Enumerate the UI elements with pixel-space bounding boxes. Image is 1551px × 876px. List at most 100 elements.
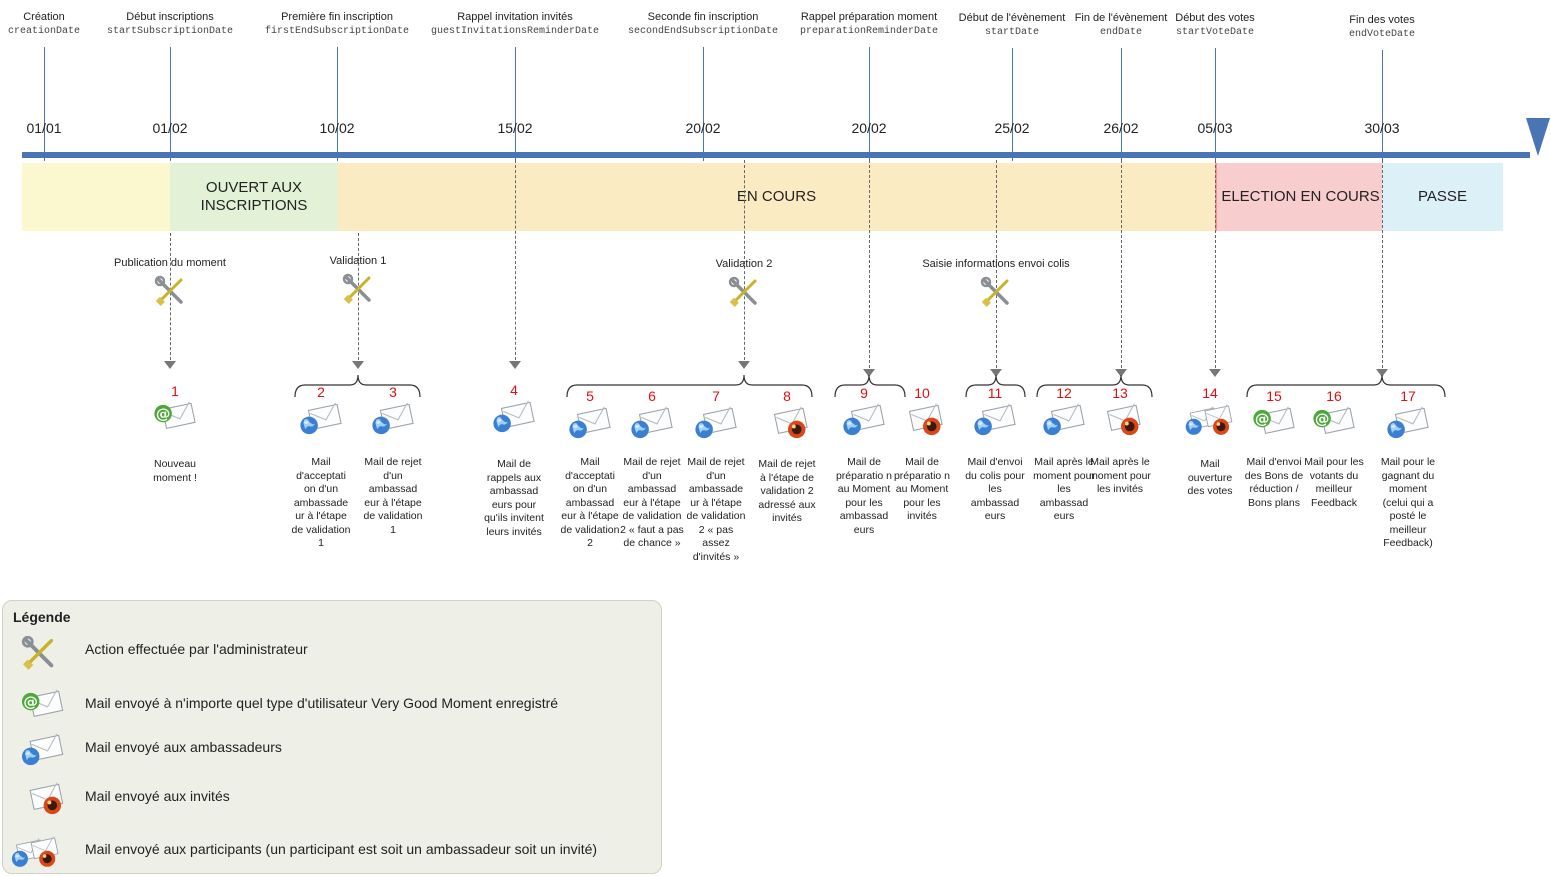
event-date: 20/02 [685, 120, 721, 136]
event-variable: endDate [1099, 27, 1143, 38]
event-name: Début des votes [1175, 12, 1255, 24]
event-date: 05/03 [1197, 120, 1233, 136]
legend-item-text: Mail envoyé aux invités [85, 788, 230, 804]
mail-number: 4 [510, 382, 518, 398]
phase-band: PASSE [1382, 163, 1503, 231]
ambassador-mail-icon [21, 733, 64, 774]
mail-number: 11 [987, 385, 1003, 401]
mail-description: Mail d'acceptati on d'un ambassad eur à … [560, 456, 620, 549]
any-user-mail-icon [1252, 406, 1295, 447]
ambassador-mail-icon [568, 406, 611, 447]
guest-mail-icon [765, 406, 808, 447]
mail-number: 16 [1326, 388, 1342, 404]
phase-band: OUVERT AUX INSCRIPTIONS [170, 163, 340, 231]
drop-arrow-icon [1115, 369, 1127, 377]
event-name: Première fin inscription [281, 11, 393, 23]
event-name: Création [23, 11, 65, 23]
group-brace [566, 374, 813, 398]
tools-icon [154, 275, 186, 312]
legend-item-text: Mail envoyé aux participants (un partici… [85, 841, 598, 857]
admin-action-label: Validation 2 [715, 258, 773, 270]
event-date: 26/02 [1103, 120, 1139, 136]
event-variable: creationDate [7, 26, 81, 37]
any-user-mail-icon [21, 689, 64, 730]
ambassador-mail-icon [630, 406, 673, 447]
event-date: 25/02 [994, 120, 1030, 136]
drop-arrow-icon [164, 361, 176, 369]
drop-line [996, 160, 997, 373]
drop-line [358, 233, 359, 365]
event-tick [1382, 50, 1383, 161]
legend-box: Légende Action effectuée par l'administr… [2, 600, 662, 874]
event-name: Rappel préparation moment [800, 11, 938, 23]
event-name: Fin de l'évènement [1074, 12, 1168, 24]
mail-number: 7 [712, 388, 720, 404]
event-variable: guestInvitationsReminderDate [430, 26, 600, 37]
mail-number: 17 [1400, 388, 1416, 404]
ambassador-mail-icon [842, 403, 885, 444]
mail-description: Mail ouverture des votes [1187, 458, 1233, 497]
event-date: 01/01 [26, 120, 62, 136]
drop-line [744, 160, 745, 365]
drop-line [170, 233, 171, 365]
mail-description: Mail de rejet d'un ambassad eur à l'étap… [620, 456, 684, 549]
mail-description: Mail de rejet d'un ambassad eur à l'étap… [363, 456, 423, 536]
guest-mail-icon [21, 782, 64, 823]
event-name: Seconde fin inscription [647, 11, 759, 23]
legend-item-text: Mail envoyé à n'importe quel type d'util… [85, 695, 559, 711]
mail-number: 13 [1112, 385, 1128, 401]
event-tick [703, 47, 704, 161]
phase-band: EN COURS [338, 163, 1215, 231]
any-user-mail-icon [1312, 406, 1355, 447]
mail-number: 14 [1202, 385, 1218, 401]
tools-icon [342, 273, 374, 310]
phase-band: ELECTION EN COURS [1215, 163, 1384, 231]
mail-description: Mail de rejet d'un ambassade ur à l'étap… [686, 456, 746, 563]
event-tick [515, 47, 516, 161]
event-name: Début inscriptions [126, 11, 214, 23]
participants-mail-icon [1185, 403, 1235, 444]
mail-description: Mail d'envoi des Bons de réduction / Bon… [1244, 456, 1304, 509]
event-name: Début de l'évènement [958, 12, 1066, 24]
mail-number: 9 [860, 385, 868, 401]
drop-line [1382, 160, 1383, 373]
event-variable: preparationReminderDate [799, 26, 939, 37]
ambassador-mail-icon [371, 402, 414, 443]
event-tick [44, 47, 45, 161]
admin-action-label: Publication du moment [114, 257, 226, 269]
guest-mail-icon [1098, 403, 1141, 444]
drop-arrow-icon [352, 361, 364, 369]
event-variable: startSubscriptionDate [106, 26, 234, 37]
mail-description: Nouveau moment ! [153, 458, 197, 484]
mail-description: Mail après le moment pour les invités [1089, 456, 1151, 495]
timeline-arrow-icon [1526, 118, 1550, 156]
group-brace [1036, 374, 1153, 398]
event-variable: firstEndSubscriptionDate [264, 26, 410, 37]
mail-number: 3 [389, 384, 397, 400]
guest-mail-icon [900, 403, 943, 444]
group-brace [834, 374, 906, 398]
mail-description: Mail de rejet à l'étape de validation 2 … [758, 458, 816, 524]
ambassador-mail-icon [1042, 403, 1085, 444]
admin-action-label: Saisie informations envoi colis [922, 258, 1070, 270]
event-date: 10/02 [319, 120, 355, 136]
ambassador-mail-icon [299, 402, 342, 443]
admin-action-label: Validation 1 [329, 255, 387, 267]
event-tick [337, 47, 338, 161]
mail-number: 8 [783, 388, 791, 404]
group-brace [294, 374, 421, 398]
event-variable: startDate [984, 27, 1040, 38]
drop-arrow-icon [738, 361, 750, 369]
event-tick [170, 47, 171, 161]
event-date: 15/02 [497, 120, 533, 136]
mail-number: 6 [648, 388, 656, 404]
drop-line [869, 160, 870, 373]
drop-arrow-icon [1376, 369, 1388, 377]
event-tick [869, 47, 870, 161]
drop-arrow-icon [863, 369, 875, 377]
mail-description: Mail après le moment pour les ambassad e… [1033, 456, 1095, 522]
event-tick [1215, 48, 1216, 161]
mail-number: 1 [171, 383, 179, 399]
event-variable: secondEndSubscriptionDate [627, 26, 779, 37]
mail-number: 15 [1266, 388, 1282, 404]
